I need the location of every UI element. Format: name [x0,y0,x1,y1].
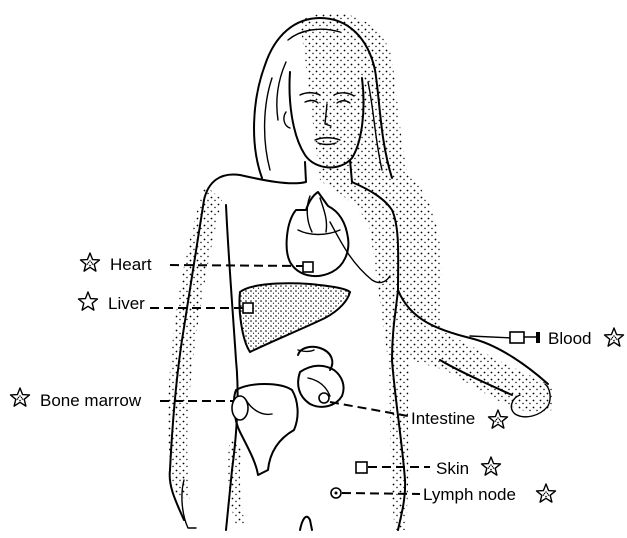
blood-label: Blood [548,329,591,348]
heart-label: Heart [110,255,152,274]
pelvis-bone [232,384,298,475]
skin-label: Skin [436,459,469,478]
bone-marrow-label: Bone marrow [40,391,142,410]
blood-star-icon [605,328,624,346]
heart-star-icon [81,253,100,271]
liver-label: Liver [108,294,145,313]
liver-organ [239,283,350,352]
lymph-node-star-icon [537,484,556,502]
heart-organ [287,192,349,276]
intestine-label: Intestine [411,409,475,428]
bone-marrow-star-icon [11,388,30,406]
skin-marker [356,462,367,473]
intestine-star-icon [489,410,508,428]
figure-shadow [168,13,552,530]
lymph-node-marker [331,488,341,498]
intestine-organ [298,366,343,407]
body-outline [170,160,550,530]
liver-star-icon [79,292,98,310]
lymph-node-label: Lymph node [423,485,516,504]
skin-star-icon [482,457,501,475]
